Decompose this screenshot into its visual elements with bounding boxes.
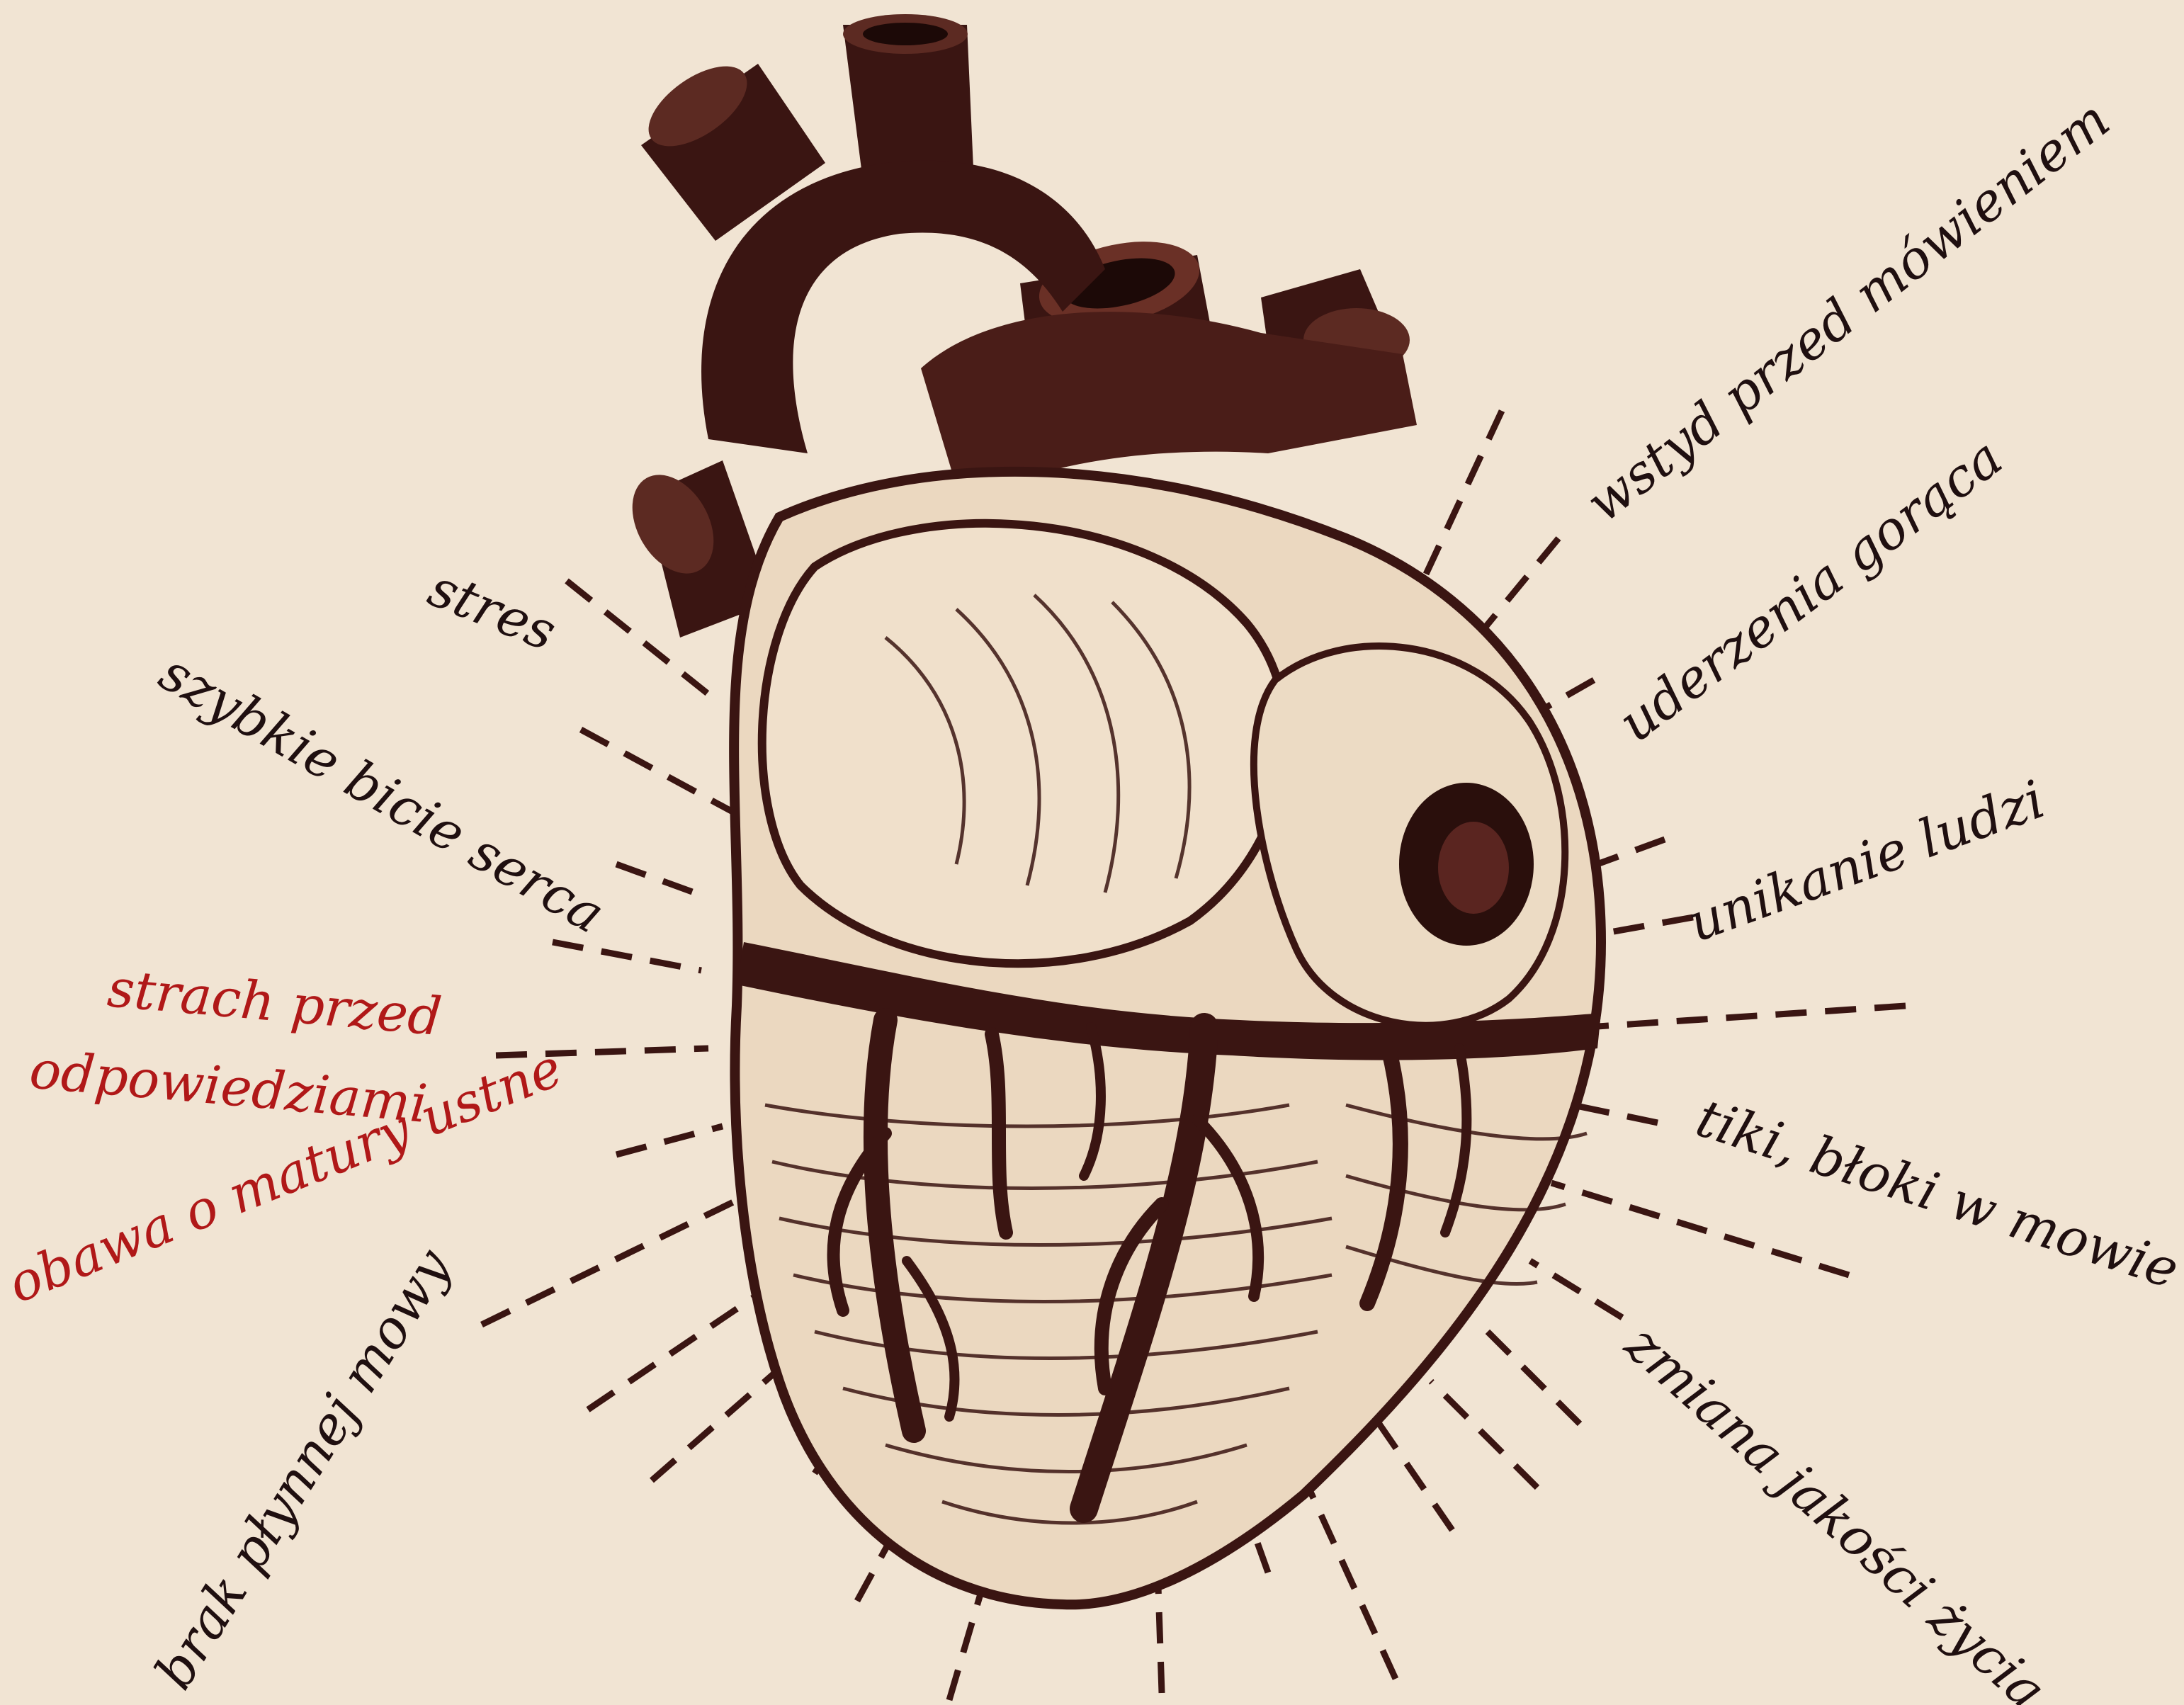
label-stres: stres <box>420 557 565 663</box>
label-wstyd-przed-mowieniem: wstyd przed mówieniem <box>1575 89 2121 535</box>
label-strach-przed-line1: strach przed <box>105 958 443 1048</box>
label-brak-plynnej-mowy: brak płynnej mowy <box>143 1238 463 1700</box>
label-unikanie-ludzi: unikanie ludzi <box>1680 769 2053 954</box>
label-tiki-bloki-w-mowie: tiki, błoki w mowie <box>1689 1087 2184 1301</box>
label-szybkie-bicie-serca: szybkie bicie serca <box>149 642 614 946</box>
anatomical-heart-illustration <box>616 14 1601 1604</box>
label-zmiana-jakosci-zycia: zmiana jakości życia <box>1613 1313 2057 1705</box>
